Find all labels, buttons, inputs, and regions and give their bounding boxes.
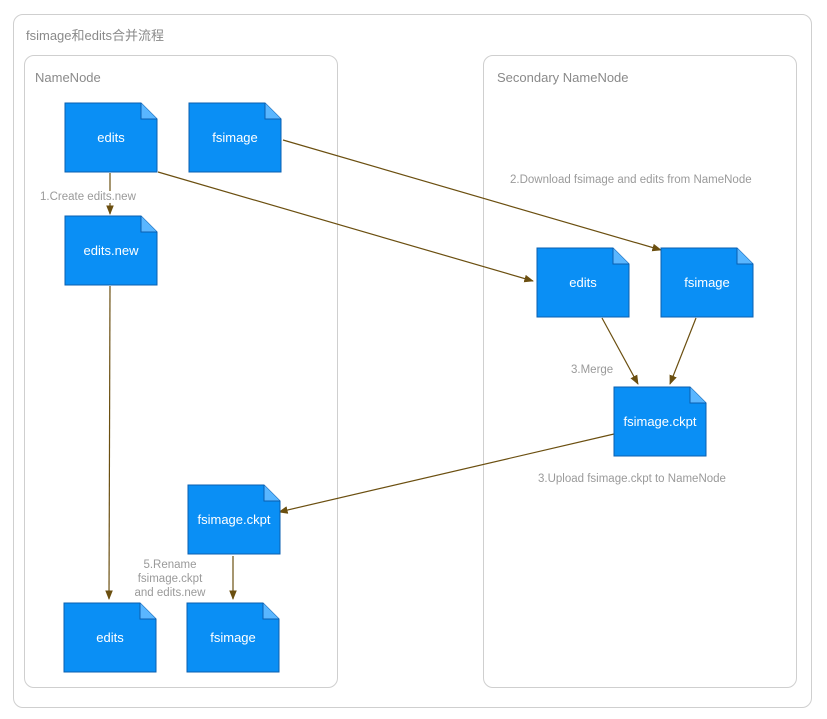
step-rename-label: 5.Rename fsimage.ckpt and edits.new <box>120 558 220 600</box>
document-icon <box>613 386 707 457</box>
document-label: fsimage <box>210 630 256 645</box>
secondary-edits-document: edits <box>536 247 630 318</box>
document-icon <box>188 102 282 173</box>
document-icon <box>187 484 281 555</box>
secondary-fsimage-ckpt-document: fsimage.ckpt <box>613 386 707 457</box>
step-rename-line: 5.Rename <box>143 559 197 571</box>
namenode-final-edits-document: edits <box>63 602 157 673</box>
document-label: fsimage <box>212 130 258 145</box>
step-rename-line: and edits.new <box>134 587 206 599</box>
document-label: edits.new <box>83 243 139 258</box>
diagram-title: fsimage和edits合并流程 <box>26 28 164 43</box>
step-merge-label: 3.Merge <box>571 364 614 376</box>
document-label: edits <box>96 630 124 645</box>
arrow-edits-new-down <box>105 285 113 600</box>
document-label: fsimage.ckpt <box>623 414 697 429</box>
arrow-download-fsimage <box>282 139 662 252</box>
secondary-namenode-panel <box>483 55 797 688</box>
document-label: edits <box>569 275 597 290</box>
step-rename-line: fsimage.ckpt <box>137 573 203 585</box>
secondary-namenode-panel-title: Secondary NameNode <box>497 70 629 85</box>
document-icon <box>64 102 158 173</box>
namenode-panel <box>24 55 338 688</box>
document-label: fsimage.ckpt <box>197 512 271 527</box>
step-download-label: 2.Download fsimage and edits from NameNo… <box>510 174 752 186</box>
secondary-fsimage-document: fsimage <box>660 247 754 318</box>
step-create-label: 1.Create edits.new <box>38 191 138 203</box>
step-upload-label: 3.Upload fsimage.ckpt to NameNode <box>538 473 726 485</box>
document-icon <box>660 247 754 318</box>
namenode-final-fsimage-document: fsimage <box>186 602 280 673</box>
document-icon <box>64 215 158 286</box>
document-icon <box>536 247 630 318</box>
document-icon <box>186 602 280 673</box>
namenode-edits-new-document: edits.new <box>64 215 158 286</box>
arrow-merge-edits <box>601 317 639 385</box>
outer-frame <box>13 14 812 708</box>
arrow-download-edits <box>157 171 534 283</box>
arrow-upload-ckpt <box>278 433 615 514</box>
namenode-panel-title: NameNode <box>35 70 101 85</box>
arrow-merge-fsimage <box>669 317 697 385</box>
namenode-fsimage-document: fsimage <box>188 102 282 173</box>
document-label: edits <box>97 130 125 145</box>
document-icon <box>63 602 157 673</box>
namenode-fsimage-ckpt-document: fsimage.ckpt <box>187 484 281 555</box>
namenode-edits-document: edits <box>64 102 158 173</box>
document-label: fsimage <box>684 275 730 290</box>
